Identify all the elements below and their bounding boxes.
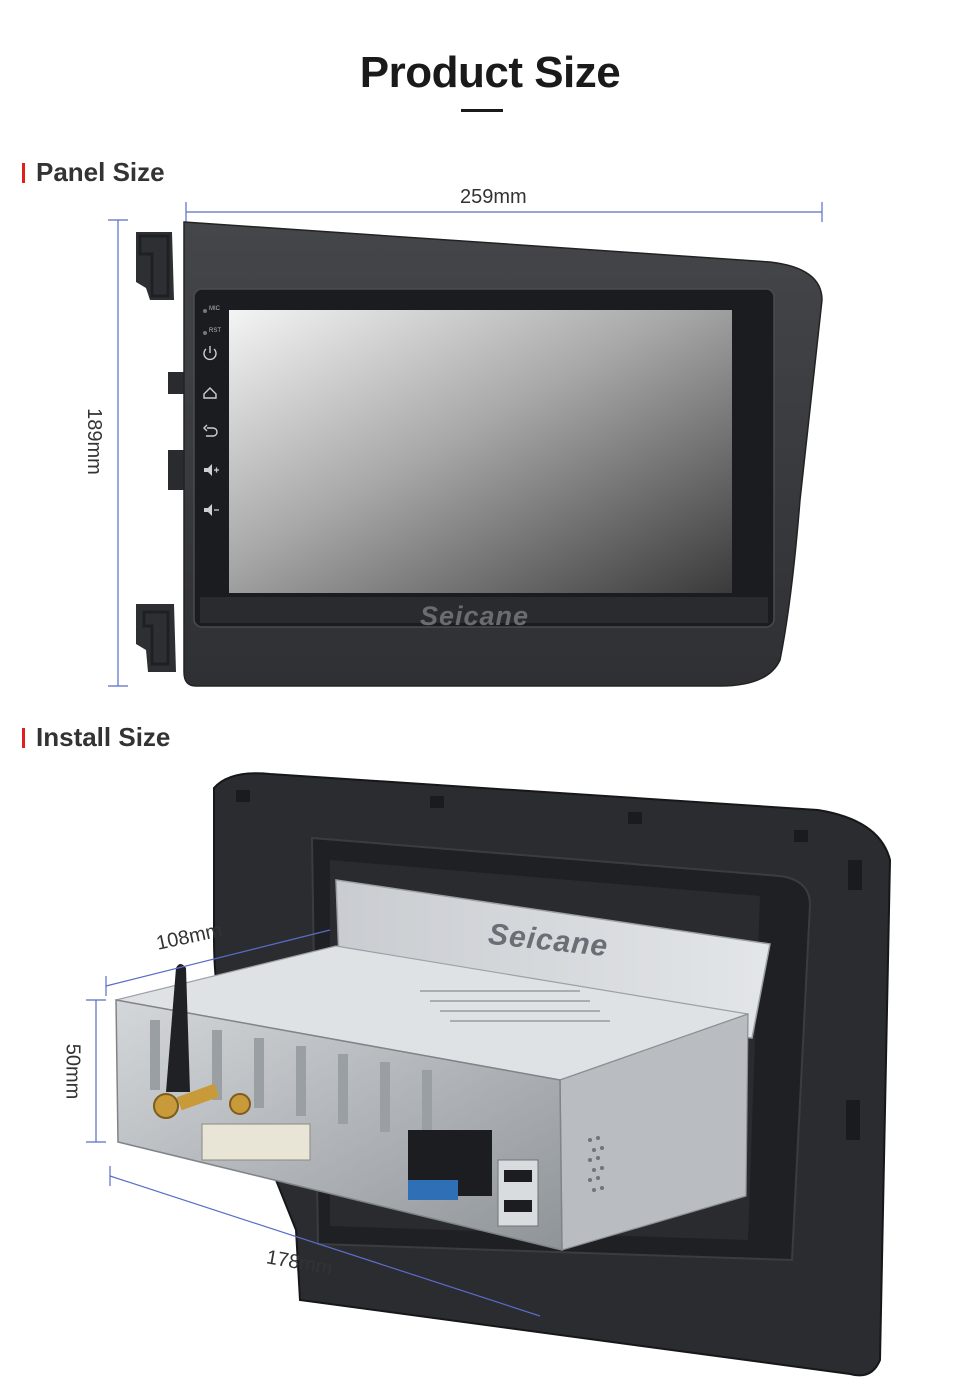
- panel-width-dimension: [185, 202, 823, 222]
- power-icon[interactable]: [203, 346, 217, 361]
- page-title: Product Size: [359, 48, 621, 97]
- back-icon[interactable]: [203, 424, 218, 437]
- panel-width-label: 259mm: [460, 186, 527, 208]
- panel-height-dimension: [108, 219, 128, 687]
- volume-up-icon[interactable]: [204, 464, 219, 476]
- mic-label: MIC: [209, 306, 220, 312]
- heading-accent-bar: [22, 162, 25, 183]
- heading-accent-bar: [22, 727, 25, 748]
- install-width-dimension: [109, 1166, 541, 1317]
- install-depth-dimension: [105, 929, 331, 996]
- panel-size-heading-text: Panel Size: [36, 157, 165, 187]
- rst-label: RST: [209, 328, 221, 334]
- head-unit-panel: [136, 221, 823, 687]
- home-icon[interactable]: [203, 387, 217, 399]
- volume-down-icon[interactable]: [204, 504, 219, 516]
- install-size-heading: Install Size: [22, 722, 170, 753]
- install-height-label: 50mm: [61, 1043, 84, 1100]
- panel-size-heading: Panel Size: [22, 157, 165, 188]
- side-button-column: [203, 309, 219, 516]
- install-height-dimension: [86, 999, 106, 1143]
- install-size-heading-text: Install Size: [36, 722, 171, 752]
- title-underline: [461, 109, 503, 112]
- panel-brand-logo: Seicane: [420, 601, 530, 631]
